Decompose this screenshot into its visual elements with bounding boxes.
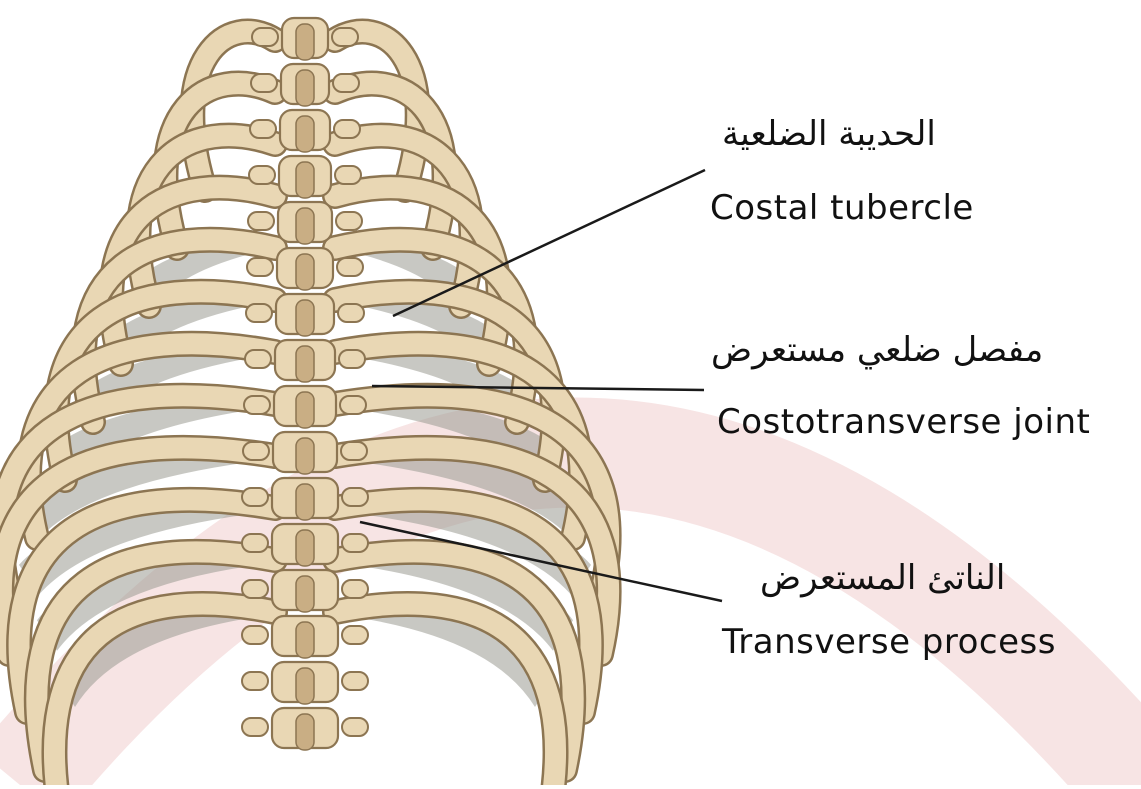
spinous-process [296,484,314,520]
transverse-process-left [248,212,274,230]
transverse-process-left [249,166,275,184]
transverse-process-left [245,350,271,368]
label-costal-tubercle-ar: الحديبة الضلعية [722,114,936,154]
spinous-process [296,346,314,382]
transverse-process-left [251,74,277,92]
transverse-process-right [338,304,364,322]
spinous-process [296,116,314,152]
transverse-process-left [242,580,268,598]
transverse-process-right [342,534,368,552]
transverse-process-left [242,626,268,644]
spinous-process [296,576,314,612]
transverse-process-right [334,120,360,138]
transverse-process-right [341,442,367,460]
transverse-process-right [336,212,362,230]
transverse-process-left [243,442,269,460]
transverse-process-right [342,672,368,690]
spinous-process [296,530,314,566]
transverse-process-right [340,396,366,414]
transverse-process-right [342,488,368,506]
label-transverse-process-ar: الناتئ المستعرض [760,558,1005,598]
spinous-process [296,162,314,198]
label-costotransverse-joint-ar: مفصل ضلعي مستعرض [711,330,1043,370]
spinous-process [296,254,314,290]
transverse-process-right [339,350,365,368]
transverse-process-right [342,718,368,736]
spinous-process [296,438,314,474]
label-costotransverse-joint-en: Costotransverse joint [717,402,1090,442]
transverse-process-right [342,580,368,598]
transverse-process-right [332,28,358,46]
transverse-process-right [342,626,368,644]
transverse-process-right [333,74,359,92]
spinous-process [296,70,314,106]
label-transverse-process-en: Transverse process [722,622,1056,662]
transverse-process-left [246,304,272,322]
spinous-process [296,714,314,750]
vertebral-column [242,18,368,750]
spinous-process [296,392,314,428]
transverse-process-left [250,120,276,138]
transverse-process-left [242,718,268,736]
spinous-process [296,208,314,244]
spinous-process [296,668,314,704]
label-costal-tubercle-en: Costal tubercle [710,188,974,228]
transverse-process-left [242,534,268,552]
spinous-process [296,622,314,658]
transverse-process-left [247,258,273,276]
transverse-process-right [335,166,361,184]
transverse-process-right [337,258,363,276]
transverse-process-left [252,28,278,46]
transverse-process-left [242,488,268,506]
spinous-process [296,300,314,336]
transverse-process-left [244,396,270,414]
transverse-process-left [242,672,268,690]
right-ribs [335,32,609,785]
spinous-process [296,24,314,60]
